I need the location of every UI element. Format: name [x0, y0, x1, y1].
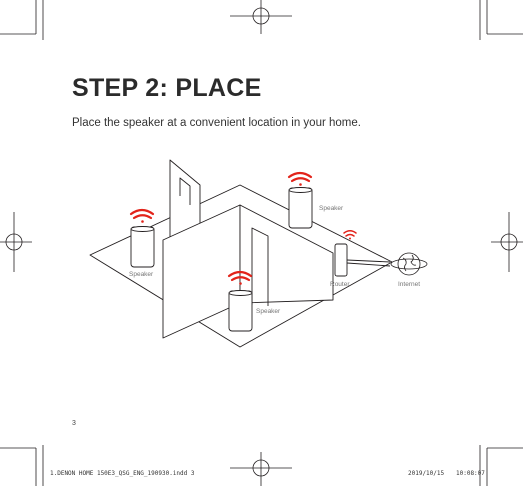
label-speaker: Speaker: [319, 205, 344, 212]
wall-interior-side: [239, 204, 334, 304]
registration-mark: [491, 212, 523, 272]
wifi-signal-icon: [227, 270, 253, 285]
wifi-signal-icon: [343, 230, 357, 240]
print-slug-file: 1.DENON HOME 150E3_QSG_ENG_190930.indd 3: [50, 470, 195, 477]
label-router: Router: [330, 281, 350, 288]
speaker-icon: [228, 290, 253, 332]
speaker-icon: [288, 187, 313, 229]
doorway: [251, 227, 269, 306]
wifi-signal-icon: [287, 171, 313, 186]
registration-mark: [230, 452, 292, 486]
registration-mark: [0, 212, 32, 272]
page-number: 3: [72, 420, 76, 427]
print-slug-time: 10:08:07: [456, 470, 485, 477]
page-subtitle: Place the speaker at a convenient locati…: [72, 117, 361, 129]
registration-mark: [230, 0, 292, 34]
page-title: STEP 2: PLACE: [72, 74, 262, 102]
label-internet: Internet: [398, 281, 421, 288]
print-slug-date: 2019/10/15: [408, 470, 445, 477]
wifi-signal-icon: [129, 208, 155, 223]
router-icon: [334, 243, 391, 277]
label-speaker: Speaker: [256, 308, 281, 315]
globe-icon: [390, 252, 428, 276]
speaker-icon: [130, 226, 155, 268]
doorway: [179, 177, 191, 205]
label-speaker: Speaker: [129, 271, 154, 278]
